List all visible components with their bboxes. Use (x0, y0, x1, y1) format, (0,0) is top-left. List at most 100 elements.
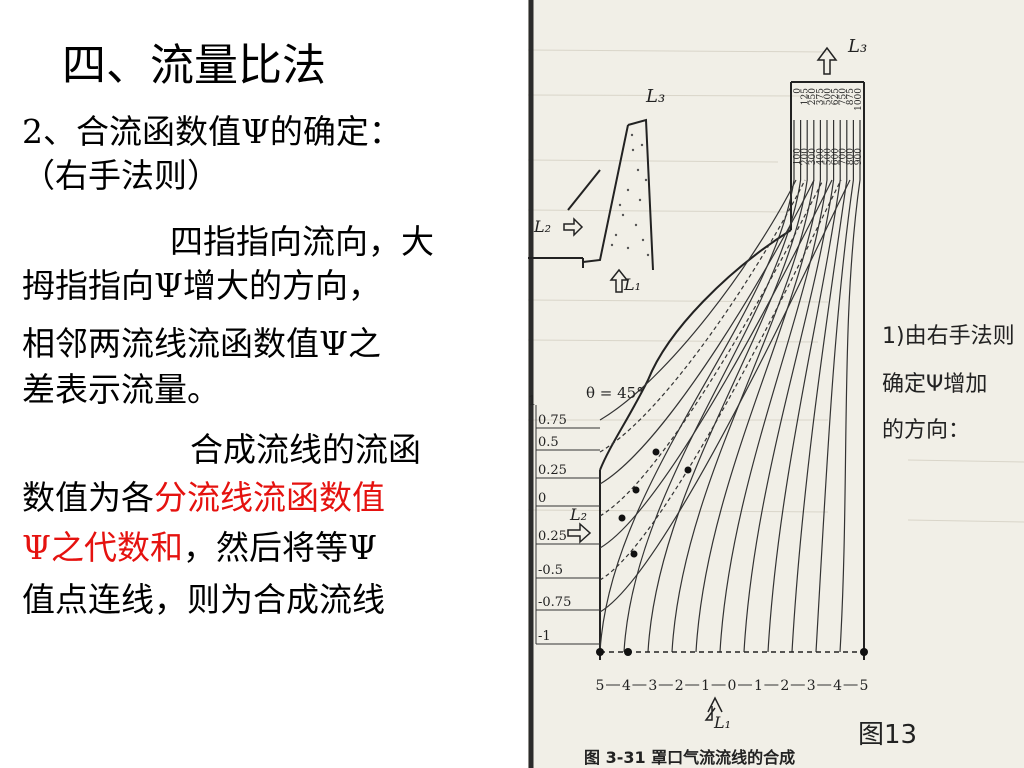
baseline-dot (624, 648, 632, 656)
streamline (791, 120, 848, 653)
para2-line3-red: Ψ之代数和 (22, 528, 183, 567)
top-value-2: 100 (793, 148, 803, 165)
left-value: 0.5 (538, 435, 559, 450)
bottom-tick: 1 (754, 678, 763, 694)
streamlines (599, 120, 861, 653)
baseline-dots (596, 448, 868, 656)
streamline (671, 120, 815, 653)
para2-line3: Ψ之代数和，然后将等Ψ (22, 528, 377, 568)
top-value-2: 400 (816, 148, 826, 165)
l2-small-arrow (563, 217, 584, 237)
streamline-side (599, 179, 824, 517)
hood-stipple (610, 133, 650, 257)
grid-dot (684, 466, 692, 474)
left-value: -0.75 (538, 595, 571, 610)
subtitle-note: （右手法则） (22, 156, 220, 195)
top-value: 500 (823, 88, 833, 105)
bottom-tick: 2 (780, 678, 789, 694)
small-hood-sketch (528, 118, 654, 271)
streamline (599, 120, 795, 653)
l1-bottom-label: L₁ (713, 713, 731, 732)
para1-line2: 拇指指向Ψ增大的方向， (22, 266, 381, 305)
bottom-tick: 5 (596, 678, 605, 694)
para1-line3: 相邻两流线流函数值Ψ之 (22, 324, 381, 363)
bottom-tick: 4 (622, 678, 631, 694)
bottom-tick: 3 (648, 678, 657, 694)
streamline-side (599, 179, 815, 485)
left-value: -1 (538, 629, 551, 644)
left-value: 0.25 (538, 529, 567, 544)
top-value: 0 (793, 88, 803, 94)
top-value: 125 (801, 88, 811, 105)
para1-line4: 差表示流量。 (22, 370, 220, 409)
streamline-side (599, 179, 806, 453)
l2-small-label: L₂ (533, 217, 551, 236)
grid-dot (632, 486, 640, 494)
top-value-2: 700 (839, 148, 849, 165)
streamline (839, 120, 861, 653)
streamline-side (599, 179, 851, 613)
left-value: 1 (528, 394, 536, 409)
theta-label: θ = 45° (586, 384, 644, 402)
l2-big-arrow (567, 522, 592, 544)
para2-line2-plain: 数值为各 (22, 478, 154, 517)
baseline-dot (860, 648, 868, 656)
para2-line4: 值点连线，则为合成流线 (22, 580, 385, 619)
bottom-tick: 1 (701, 678, 710, 694)
top-value: 625 (831, 88, 841, 105)
l3-top-arrow (816, 46, 838, 75)
streamline (767, 120, 841, 653)
handwritten-note-line2: 确定Ψ增加 (882, 372, 988, 397)
top-value-2: 200 (801, 148, 811, 165)
top-value-2: 600 (831, 148, 841, 165)
top-value: 375 (816, 88, 826, 105)
para1-line1: 四指指向流向，大 (170, 222, 434, 261)
left-value: -0.5 (538, 563, 563, 578)
top-value: 875 (846, 88, 856, 105)
top-value: 1000 (854, 88, 864, 111)
handwritten-note-line1: 1)由右手法则 (882, 324, 1015, 349)
baseline-dot (596, 648, 604, 656)
bottom-tick-labels: 5 4 3 2 1 0 1 2 3 4 5 (596, 678, 869, 694)
top-value: 750 (839, 88, 849, 105)
para2-line1: 合成流线的流函 (190, 430, 421, 469)
grid-dot (652, 448, 660, 456)
left-value: 0.75 (538, 413, 567, 428)
streamline (815, 120, 854, 653)
l1-bottom-arrow (707, 696, 723, 713)
top-value-2: 500 (823, 148, 833, 165)
grid-dot (618, 514, 626, 522)
l1-small-arrow (609, 268, 629, 293)
streamline (647, 120, 808, 653)
bottom-tick: 2 (675, 678, 684, 694)
streamline (695, 120, 821, 653)
para2-line2-red: 分流线流函数值 (154, 478, 385, 517)
streamline-side (599, 179, 833, 549)
l1-bottom-arrow-shaft (704, 706, 716, 721)
top-value-2: 300 (808, 148, 818, 165)
para2-line2: 数值为各分流线流函数值 (22, 478, 385, 518)
handwritten-note-line3: 的方向： (882, 418, 971, 443)
bottom-tick: 0 (728, 678, 737, 694)
bottom-tick: 4 (833, 678, 842, 694)
streamline (743, 120, 835, 653)
streamline-side (599, 179, 842, 581)
top-value: 250 (808, 88, 818, 105)
streamline-side (599, 179, 797, 421)
hood-outline (599, 81, 865, 660)
handwritten-corner: 图13 (858, 720, 918, 750)
l2-big-label: L₂ (569, 505, 587, 524)
l3-top-label: L₃ (847, 36, 867, 57)
top-value-2: 800 (846, 148, 856, 165)
grid-dot (630, 550, 638, 558)
bottom-tick: 5 (860, 678, 869, 694)
bottom-tick: 3 (807, 678, 816, 694)
top-value-2: 900 (854, 148, 864, 165)
left-value: 0.25 (538, 463, 567, 478)
l3-small-label: L₃ (645, 86, 665, 107)
